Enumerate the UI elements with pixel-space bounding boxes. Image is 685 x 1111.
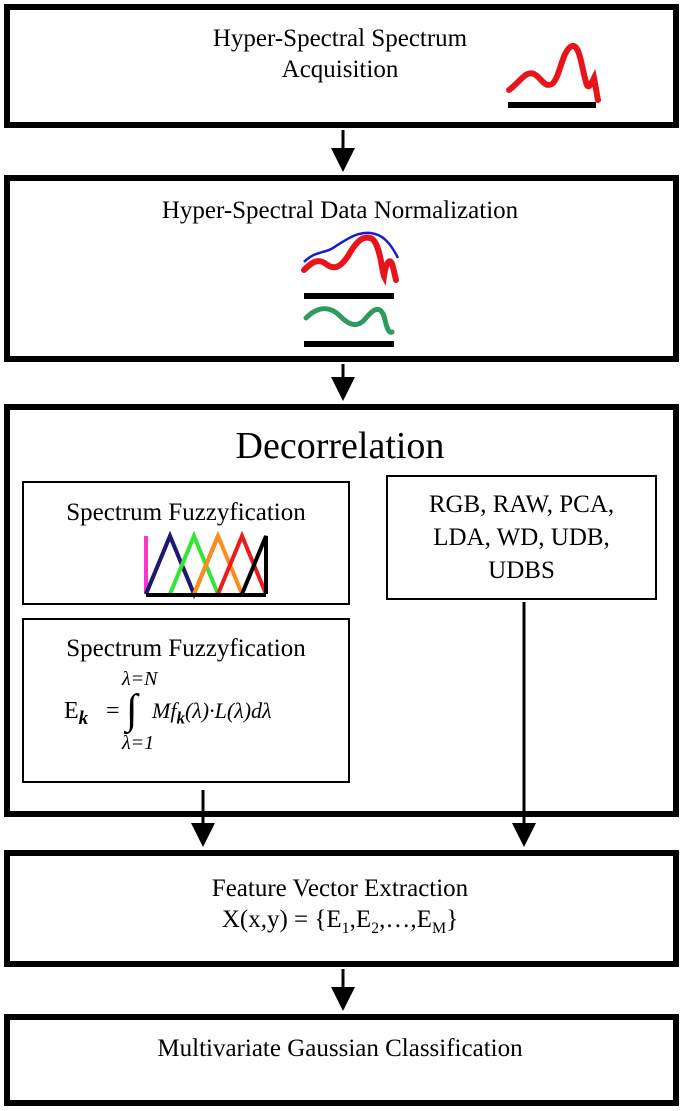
formula-upper-limit: λ=N xyxy=(122,668,158,690)
methods-line2: LDA, WD, UDB, xyxy=(433,524,610,551)
fuzzyfication-title: Spectrum Fuzzyfication xyxy=(66,499,306,526)
acquisition-box xyxy=(4,4,679,128)
feature-extraction-box xyxy=(4,850,679,967)
formula-equals: = xyxy=(106,698,120,724)
formula-box xyxy=(22,618,350,783)
classification-title: Multivariate Gaussian Classification xyxy=(157,1035,523,1062)
acquisition-title-line2: Acquisition xyxy=(281,56,399,83)
acquisition-title-line1: Hyper-Spectral Spectrum xyxy=(212,25,468,52)
methods-box xyxy=(386,475,657,600)
feature-extraction-title: Feature Vector Extraction xyxy=(211,875,469,902)
methods-line3: UDBS xyxy=(488,557,555,584)
normalization-spectra-icon xyxy=(301,231,400,347)
fuzzyfication-box xyxy=(22,481,350,605)
integral-sign: ∫ xyxy=(126,687,138,733)
classification-box xyxy=(4,1014,679,1106)
formula-box-title: Spectrum Fuzzyfication xyxy=(66,635,306,662)
normalization-box xyxy=(4,175,679,362)
formula-lhs: Ek xyxy=(64,698,89,729)
decorrelation-title: Decorrelation xyxy=(235,425,445,467)
spectrum-curve-icon xyxy=(506,43,601,108)
feature-vector-formula: X(x,y) = {E1,E2,…,EM} xyxy=(221,906,459,937)
fuzzy-membership-icon xyxy=(144,530,268,600)
normalization-title: Hyper-Spectral Data Normalization xyxy=(161,197,519,224)
formula-lower-limit: λ=1 xyxy=(122,732,155,754)
fuzzy-energy-formula: λ=N Ek = ∫ Mfk(λ)·L(λ)dλ λ=1 xyxy=(58,668,348,758)
methods-line1: RGB, RAW, PCA, xyxy=(428,491,615,518)
formula-integrand: Mfk(λ)·L(λ)dλ xyxy=(152,698,272,728)
